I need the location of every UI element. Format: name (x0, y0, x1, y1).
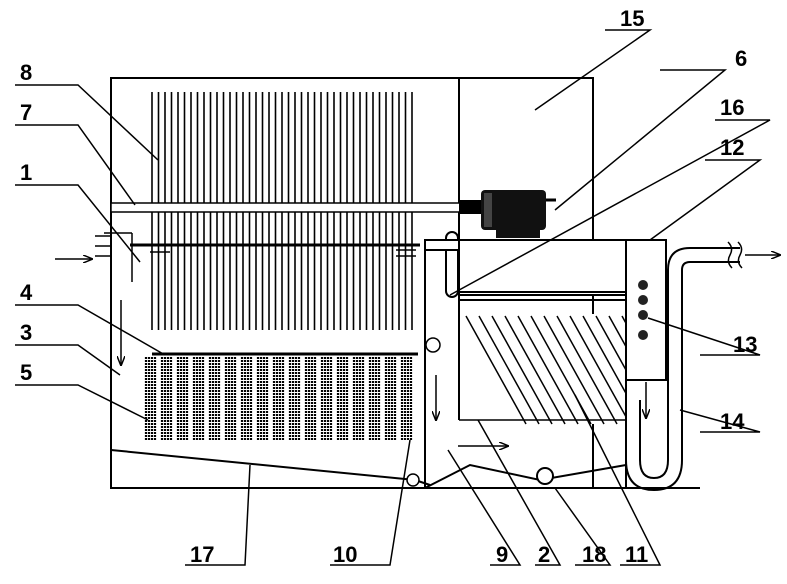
motor (481, 190, 556, 238)
brush (144, 357, 157, 440)
label-9: 9 (496, 542, 508, 567)
inclined-plate (569, 315, 627, 418)
label-7: 7 (20, 100, 32, 125)
brush (352, 357, 365, 440)
label-8: 8 (20, 60, 32, 85)
label-4: 4 (20, 280, 33, 305)
brush (368, 357, 381, 440)
label-5: 5 (20, 360, 32, 385)
brush (176, 357, 189, 440)
label-1: 1 (20, 160, 32, 185)
inclined-plate (465, 315, 527, 425)
inclined-plate (608, 315, 627, 347)
sludge-outlet (536, 467, 554, 485)
brush (400, 357, 413, 440)
brush (272, 357, 285, 440)
brush-array (144, 357, 413, 440)
brush (192, 357, 205, 440)
label-10: 10 (333, 542, 357, 567)
inclined-plate (517, 315, 579, 425)
brush (160, 357, 173, 440)
pipe-break (727, 241, 743, 269)
drain-valve (406, 473, 420, 487)
label-16: 16 (720, 95, 744, 120)
brush (336, 357, 349, 440)
label-11: 11 (625, 542, 648, 567)
label-6: 6 (735, 46, 747, 71)
label-2: 2 (538, 542, 550, 567)
sloped-bottom (110, 449, 431, 486)
control-box (625, 239, 667, 381)
inclined-plates (465, 315, 627, 425)
inclined-plate (504, 315, 566, 425)
tank-top-box (458, 239, 627, 296)
label-14: 14 (720, 409, 745, 434)
indicator-lights (638, 280, 648, 340)
inclined-plate (543, 315, 605, 425)
brush (384, 357, 397, 440)
spray-nozzles (95, 235, 416, 257)
tank-sloped-bottom (424, 463, 627, 489)
inclined-plate (582, 315, 627, 394)
label-12: 12 (720, 135, 744, 160)
label-13: 13 (733, 332, 757, 357)
inclined-plate (556, 315, 618, 425)
outlet-pipe (625, 270, 683, 492)
brush (240, 357, 253, 440)
inclined-plate (595, 315, 627, 371)
inclined-plate (478, 315, 540, 425)
outlet-pipe-top (667, 247, 740, 271)
shaft-coupling (459, 200, 481, 214)
brush (320, 357, 333, 440)
label-17: 17 (190, 542, 214, 567)
brush (288, 357, 301, 440)
inclined-plate-pack (463, 314, 628, 424)
rotating-shaft (110, 202, 462, 213)
label-18: 18 (582, 542, 606, 567)
inclined-plate (491, 315, 553, 425)
pipe-loop (425, 337, 441, 353)
label-15: 15 (620, 6, 644, 31)
brush (224, 357, 237, 440)
brush (304, 357, 317, 440)
leader-lines (15, 29, 771, 566)
brush (256, 357, 269, 440)
brush (208, 357, 221, 440)
label-3: 3 (20, 320, 32, 345)
